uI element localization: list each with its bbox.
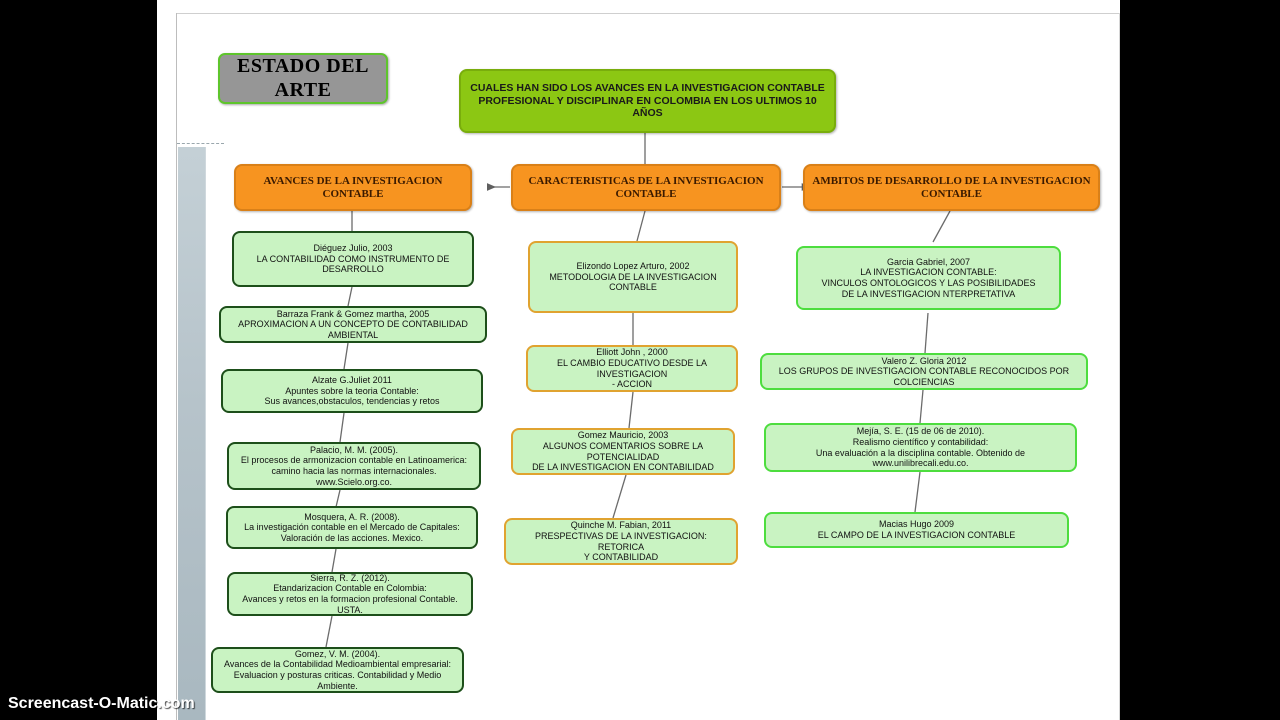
reference-label: Sierra, R. Z. (2012). Etandarizacion Con…: [242, 572, 458, 615]
reference-label: Elliott John , 2000 EL CAMBIO EDUCATIVO …: [556, 347, 708, 390]
reference-label: Palacio, M. M. (2005). El procesos de ar…: [240, 444, 468, 487]
reference-box[interactable]: Quinche M. Fabian, 2011 PRESPECTIVAS DE …: [504, 518, 738, 565]
reference-box[interactable]: Alzate G.Juliet 2011 Apuntes sobre la te…: [221, 369, 483, 413]
reference-box[interactable]: Barraza Frank & Gomez martha, 2005 APROX…: [219, 306, 487, 343]
category-caracteristicas-box[interactable]: CARACTERISTICAS DE LA INVESTIGACION CONT…: [511, 164, 781, 211]
slide-frame-left-line: [176, 13, 177, 720]
reference-label: Macias Hugo 2009 EL CAMPO DE LA INVESTIG…: [817, 519, 1016, 540]
estado-del-arte-label: ESTADO DEL ARTE: [237, 54, 369, 101]
reference-label: Gomez Mauricio, 2003 ALGUNOS COMENTARIOS…: [532, 430, 714, 473]
research-question-label: CUALES HAN SIDO LOS AVANCES EN LA INVEST…: [470, 82, 825, 120]
reference-label: Gomez, V. M. (2004). Avances de la Conta…: [224, 648, 451, 691]
reference-box[interactable]: Macias Hugo 2009 EL CAMPO DE LA INVESTIG…: [764, 512, 1069, 548]
dashed-separator: [177, 143, 224, 144]
reference-label: Alzate G.Juliet 2011 Apuntes sobre la te…: [264, 375, 440, 407]
reference-box[interactable]: Diéguez Julio, 2003 LA CONTABILIDAD COMO…: [232, 231, 474, 287]
reference-label: Mejía, S. E. (15 de 06 de 2010). Realism…: [815, 426, 1026, 469]
reference-label: Garcia Gabriel, 2007 LA INVESTIGACION CO…: [821, 256, 1036, 299]
reference-box[interactable]: Elliott John , 2000 EL CAMBIO EDUCATIVO …: [526, 345, 738, 392]
reference-label: Quinche M. Fabian, 2011 PRESPECTIVAS DE …: [535, 520, 707, 563]
research-question-box[interactable]: CUALES HAN SIDO LOS AVANCES EN LA INVEST…: [459, 69, 836, 133]
reference-box[interactable]: Mosquera, A. R. (2008). La investigación…: [226, 506, 478, 549]
category-ambitos-label: AMBITOS DE DESARROLLO DE LA INVESTIGACIO…: [812, 174, 1091, 200]
screencast-watermark: Screencast-O-Matic.com: [8, 695, 195, 712]
reference-box[interactable]: Gomez Mauricio, 2003 ALGUNOS COMENTARIOS…: [511, 428, 735, 475]
estado-del-arte-title-box[interactable]: ESTADO DEL ARTE: [218, 53, 388, 104]
category-avances-box[interactable]: AVANCES DE LA INVESTIGACION CONTABLE: [234, 164, 472, 211]
reference-box[interactable]: Palacio, M. M. (2005). El procesos de ar…: [227, 442, 481, 490]
slide-frame-right-line: [1119, 13, 1120, 720]
reference-label: Mosquera, A. R. (2008). La investigación…: [244, 511, 460, 543]
left-side-panel: [178, 147, 205, 720]
reference-label: Barraza Frank & Gomez martha, 2005 APROX…: [238, 308, 468, 340]
reference-box[interactable]: Mejía, S. E. (15 de 06 de 2010). Realism…: [764, 423, 1077, 472]
category-ambitos-box[interactable]: AMBITOS DE DESARROLLO DE LA INVESTIGACIO…: [803, 164, 1100, 211]
reference-box[interactable]: Elizondo Lopez Arturo, 2002 METODOLOGIA …: [528, 241, 738, 313]
category-avances-label: AVANCES DE LA INVESTIGACION CONTABLE: [263, 174, 443, 200]
slide-frame-top-line: [176, 13, 1120, 14]
category-caracteristicas-label: CARACTERISTICAS DE LA INVESTIGACION CONT…: [528, 174, 764, 200]
reference-box[interactable]: Gomez, V. M. (2004). Avances de la Conta…: [211, 647, 464, 693]
left-side-panel-edge: [205, 147, 206, 720]
reference-box[interactable]: Sierra, R. Z. (2012). Etandarizacion Con…: [227, 572, 473, 616]
reference-label: Elizondo Lopez Arturo, 2002 METODOLOGIA …: [549, 261, 717, 293]
reference-label: Valero Z. Gloria 2012 LOS GRUPOS DE INVE…: [778, 355, 1070, 387]
reference-box[interactable]: Valero Z. Gloria 2012 LOS GRUPOS DE INVE…: [760, 353, 1088, 390]
reference-box[interactable]: Garcia Gabriel, 2007 LA INVESTIGACION CO…: [796, 246, 1061, 310]
reference-label: Diéguez Julio, 2003 LA CONTABILIDAD COMO…: [256, 243, 450, 275]
